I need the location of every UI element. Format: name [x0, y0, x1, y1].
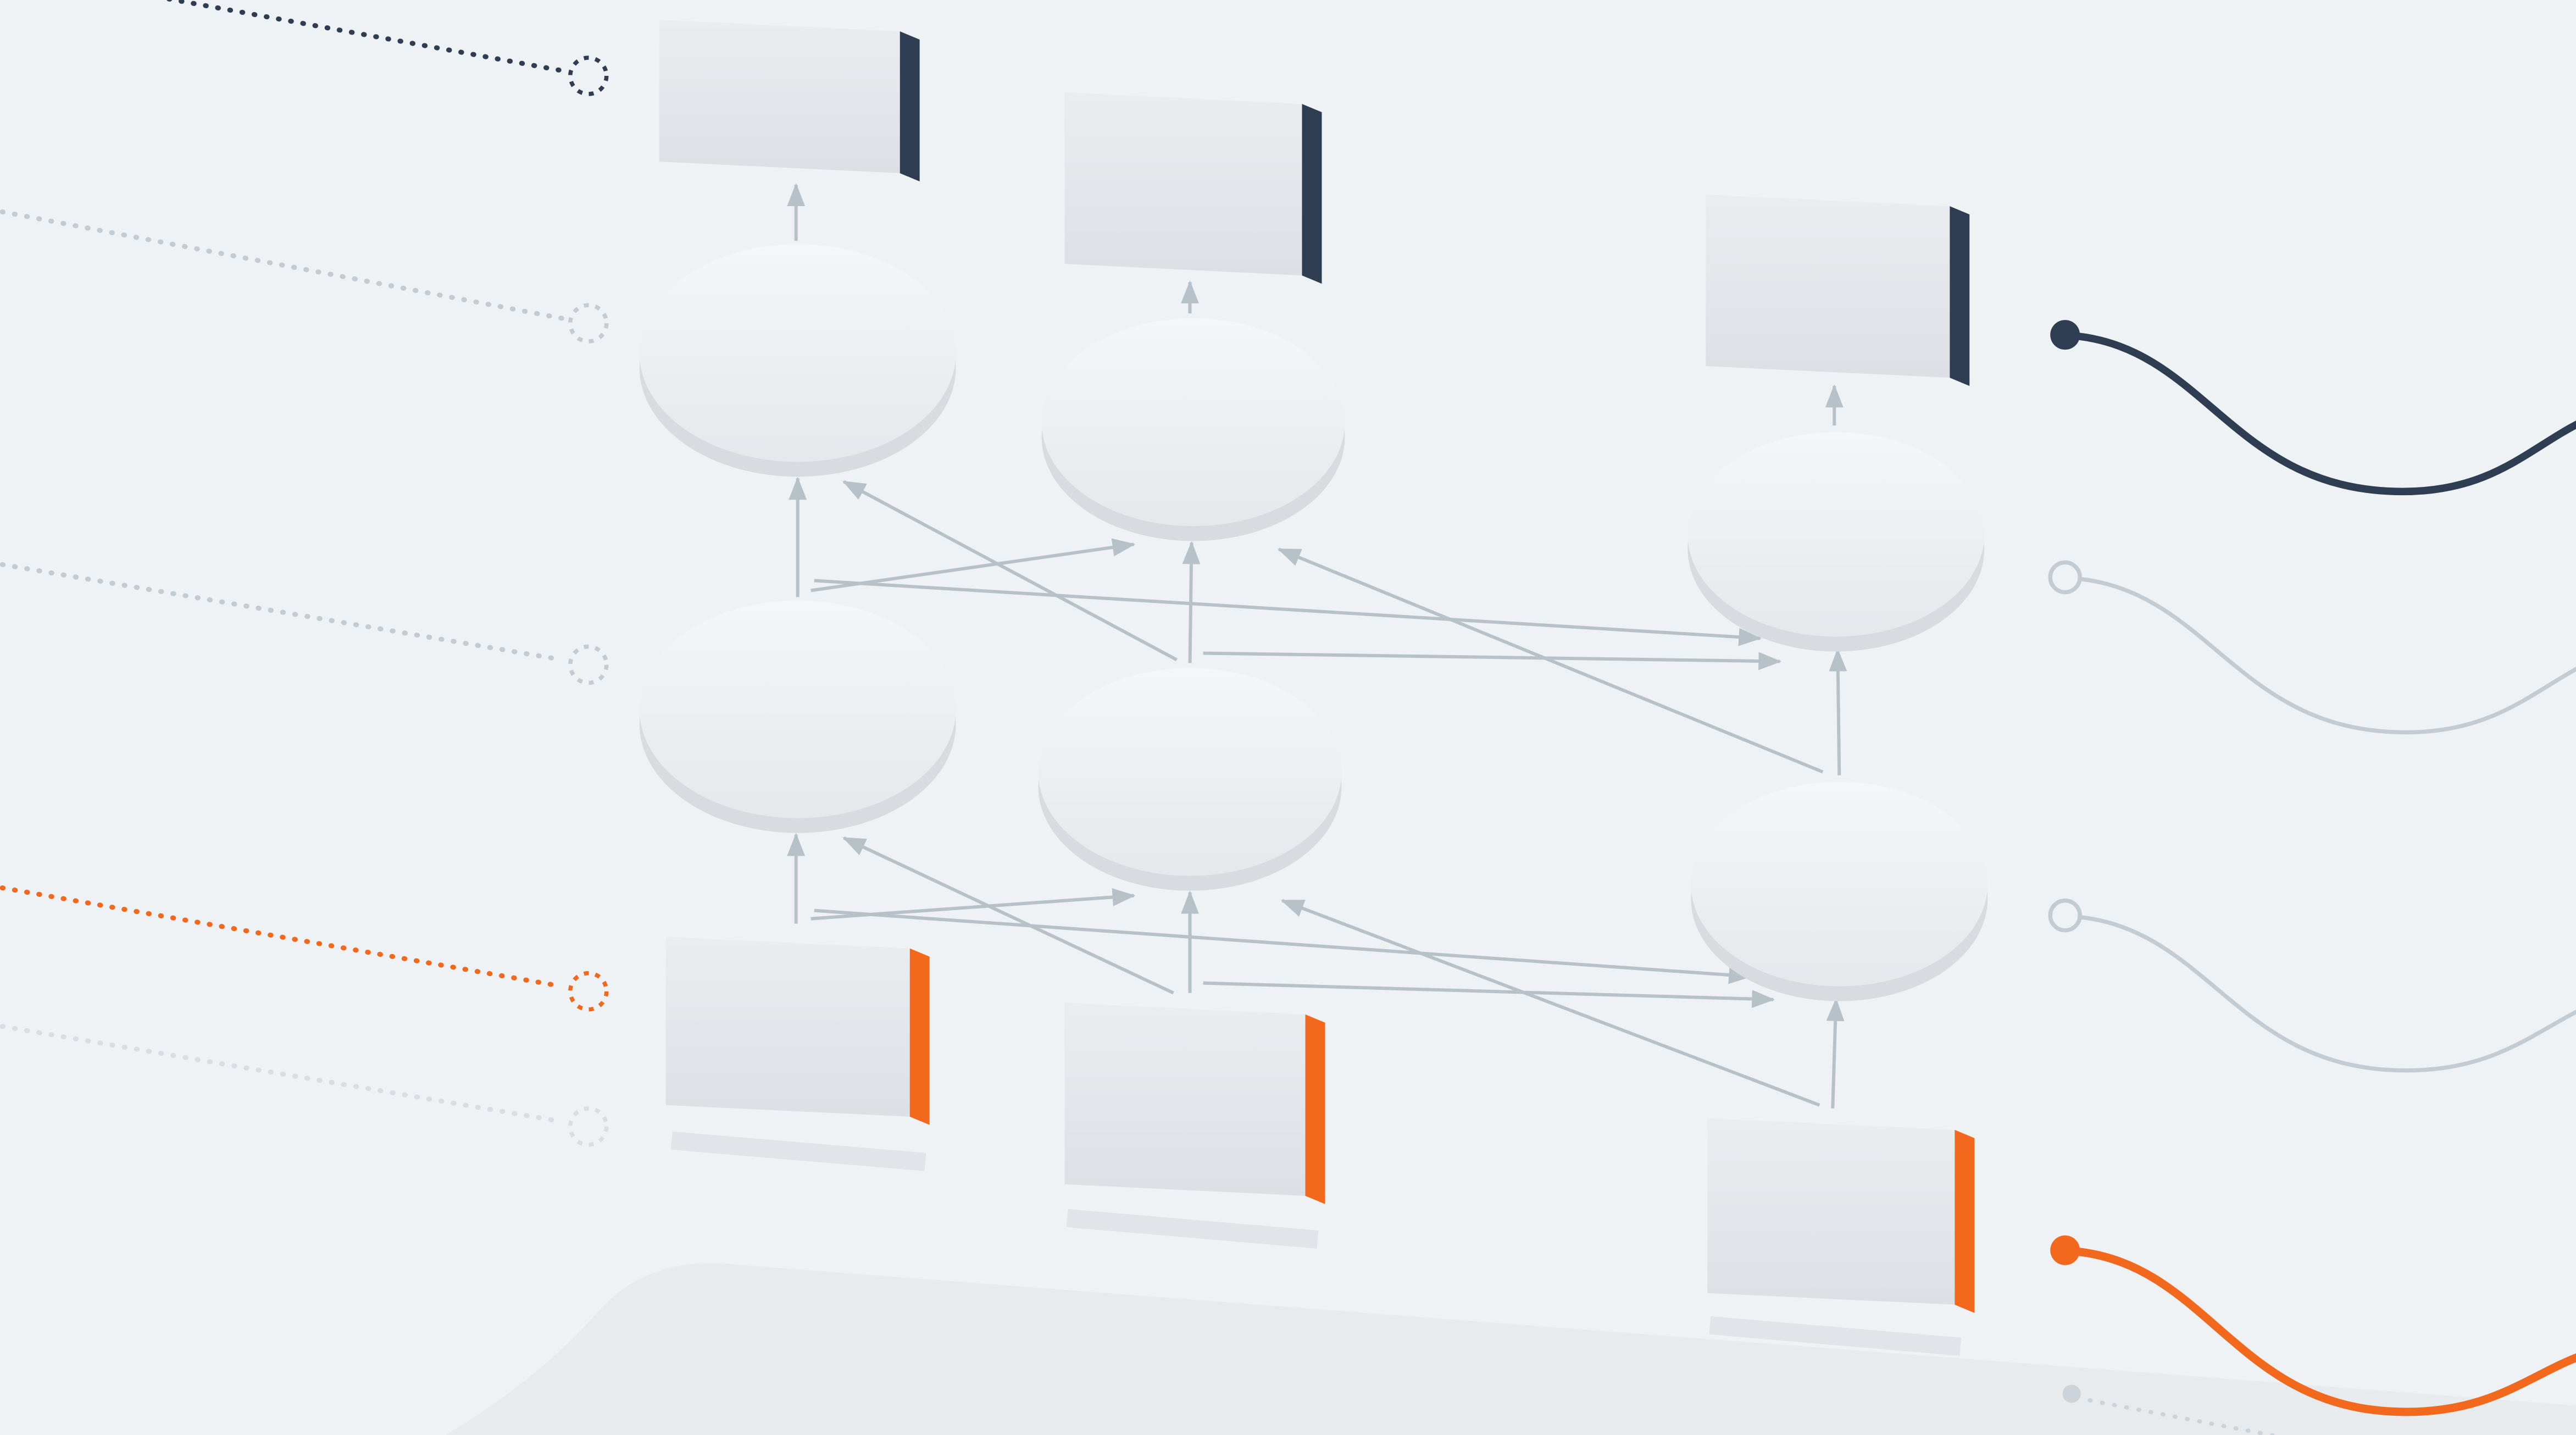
box-face [1706, 195, 1950, 378]
box-face [659, 20, 900, 174]
box-shadow-bar [1709, 1316, 1962, 1356]
input-ring-gray-2 [568, 644, 609, 685]
input-connector-3 [0, 561, 609, 685]
output-dot-navy [2050, 320, 2080, 350]
box-edge-navy [1302, 104, 1322, 284]
input-line-orange [0, 885, 565, 989]
output-connector-3 [2048, 898, 2576, 1073]
box-edge-orange [909, 948, 930, 1125]
input-ring-navy [568, 56, 609, 96]
output-curve-gray-1 [2078, 577, 2576, 735]
output-curve-orange [2075, 1248, 2576, 1416]
box-shadow-bar [670, 1131, 926, 1171]
node-face [639, 600, 956, 818]
connection-arrow [1203, 981, 1775, 1009]
network-column-2 [1038, 92, 1345, 1249]
output-connectors [2048, 320, 2576, 1435]
connection-arrow [1277, 547, 1824, 774]
input-line-gray-1 [0, 208, 565, 321]
input-connector-4 [0, 885, 609, 1012]
box-bottom-column-2 [1064, 1002, 1325, 1204]
node-face [1687, 432, 1985, 637]
network-column-3 [1687, 195, 1988, 1356]
node-upper-column-3 [1687, 432, 1985, 652]
output-dot-orange [2050, 1235, 2080, 1265]
box-bottom-column-3 [1707, 1118, 1975, 1313]
box-shadow-bar [1066, 1209, 1319, 1249]
output-connector-5 [2062, 1384, 2282, 1435]
connection-arrow [814, 908, 1752, 984]
connection-arrow [842, 836, 1174, 995]
output-ring-gray-2 [2048, 898, 2082, 933]
output-dot-faint [2062, 1384, 2081, 1403]
box-top-column-1 [659, 20, 920, 182]
input-line-navy [160, 0, 567, 74]
box-face [1707, 1118, 1955, 1305]
node-lower-column-1 [639, 600, 956, 833]
input-connectors [0, 0, 609, 1147]
box-top-column-3 [1706, 195, 1970, 386]
node-upper-column-1 [639, 244, 956, 477]
box-top-column-2 [1064, 92, 1322, 284]
node-lower-column-2 [1038, 668, 1342, 891]
output-connector-2 [2048, 560, 2576, 735]
connection-arrow [814, 579, 1762, 646]
connection-arrows-upper [789, 477, 1847, 775]
node-face [1038, 668, 1342, 876]
box-face [665, 937, 910, 1117]
box-edge-navy [900, 31, 920, 182]
box-edge-navy [1950, 206, 1970, 386]
output-line-faint [2088, 1398, 2282, 1435]
box-bottom-column-1 [665, 937, 930, 1125]
node-face [1041, 318, 1345, 527]
input-ring-gray-1 [568, 303, 609, 343]
input-ring-orange [568, 971, 609, 1012]
connection-arrow [1203, 651, 1782, 671]
output-connector-4 [2050, 1235, 2576, 1416]
node-lower-column-3 [1691, 782, 1988, 1001]
node-upper-column-2 [1041, 318, 1345, 541]
box-face [1064, 92, 1302, 276]
connection-arrow [842, 480, 1178, 662]
node-face [1691, 782, 1988, 987]
connection-arrows-to-boxes [787, 183, 1844, 426]
connection-arrow [1826, 998, 1845, 1109]
output-connector-1 [2050, 320, 2576, 496]
box-edge-orange [1955, 1129, 1975, 1313]
input-connector-2 [0, 208, 609, 343]
input-line-gray-2 [0, 561, 565, 662]
output-ring-gray-1 [2048, 560, 2082, 595]
input-ring-faint [568, 1106, 609, 1147]
box-face [1064, 1002, 1306, 1196]
box-edge-orange [1305, 1014, 1325, 1204]
output-curve-navy [2076, 333, 2576, 496]
output-curve-gray-2 [2078, 915, 2576, 1073]
connection-arrow [1280, 899, 1820, 1107]
connection-arrows-lower [787, 833, 1845, 1109]
input-connector-1 [160, 0, 609, 96]
background-panel-edge [446, 1263, 2576, 1435]
node-face [639, 244, 956, 462]
network-column-1 [639, 20, 956, 1171]
input-line-faint [0, 1023, 565, 1124]
input-connector-5 [0, 1023, 609, 1147]
connection-arrow [1829, 648, 1847, 775]
